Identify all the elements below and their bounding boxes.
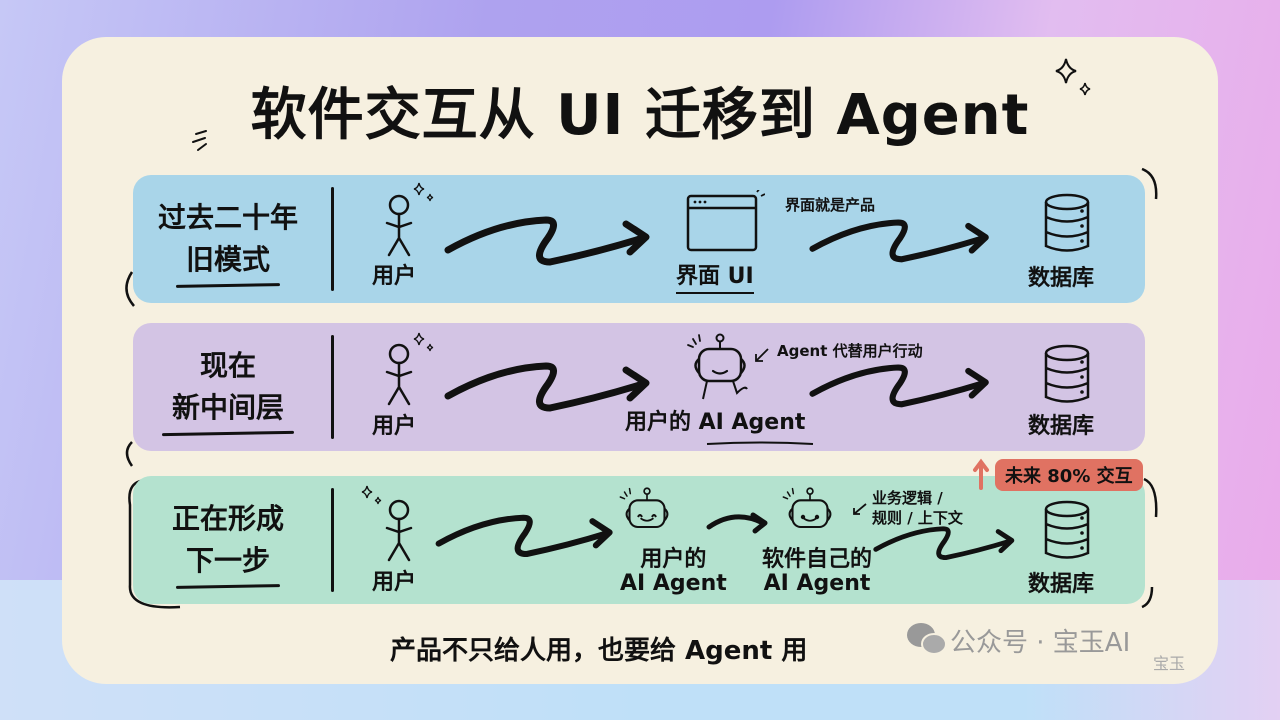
row-label: 过去二十年 旧模式 bbox=[133, 197, 323, 281]
row-label-line2: 下一步 bbox=[186, 540, 270, 582]
node-label-line1: 软件自己的 bbox=[762, 547, 873, 572]
sparkle-icon bbox=[412, 182, 436, 206]
row-label: 正在形成 下一步 bbox=[133, 498, 323, 582]
note-line1: 业务逻辑 / bbox=[872, 489, 943, 507]
node-label-software-agent: 软件自己的 AI Agent bbox=[762, 548, 872, 596]
watermark-text: 公众号 · 宝玉AI bbox=[950, 628, 1131, 658]
row-label: 现在 新中间层 bbox=[133, 345, 323, 429]
database-icon bbox=[1042, 344, 1092, 406]
squiggle-arrow-icon bbox=[780, 350, 1020, 420]
row-label-line1: 正在形成 bbox=[171, 502, 284, 535]
future-80-badge: 未来 80% 交互 bbox=[995, 459, 1143, 491]
node-label-database: 数据库 bbox=[1028, 414, 1095, 439]
node-label-user: 用户 bbox=[372, 570, 417, 595]
divider bbox=[331, 488, 334, 592]
note-business-logic: 业务逻辑 / 规则 / 上下文 bbox=[872, 488, 963, 528]
database-icon bbox=[1042, 193, 1092, 255]
note-line2: 规则 / 上下文 bbox=[872, 509, 963, 527]
node-label-line2: AI Agent bbox=[620, 571, 727, 596]
robot-icon bbox=[685, 333, 748, 400]
browser-window-icon bbox=[686, 190, 765, 252]
wechat-icon bbox=[907, 623, 947, 655]
bracket-icon bbox=[125, 271, 135, 307]
node-label-database: 数据库 bbox=[1028, 266, 1095, 291]
sparkle-icon bbox=[412, 332, 436, 356]
row-label-line1: 现在 bbox=[199, 349, 256, 382]
robot-icon bbox=[612, 487, 682, 547]
arrow-icon bbox=[706, 512, 768, 534]
pointer-arrow-icon bbox=[755, 348, 769, 362]
divider bbox=[331, 335, 334, 439]
bracket-icon bbox=[1141, 477, 1158, 609]
database-icon bbox=[1042, 500, 1092, 562]
up-arrow-icon bbox=[973, 458, 989, 490]
stick-figure-icon bbox=[379, 498, 419, 568]
emphasis-marks-icon bbox=[192, 130, 207, 151]
squiggle-arrow-icon bbox=[438, 200, 658, 280]
node-label-database: 数据库 bbox=[1028, 572, 1095, 597]
node-label-line1: 用户的 bbox=[640, 547, 707, 572]
watermark-sub: 宝玉 bbox=[1153, 654, 1186, 673]
node-label-user: 用户 bbox=[372, 264, 417, 289]
squiggle-arrow-icon bbox=[430, 500, 620, 570]
row-label-line2: 新中间层 bbox=[172, 387, 284, 429]
bracket-icon bbox=[125, 441, 134, 467]
squiggle-arrow-icon bbox=[862, 515, 1027, 570]
pointer-arrow-icon bbox=[853, 503, 867, 515]
node-label-user: 用户 bbox=[372, 414, 417, 439]
footer-caption: 产品不只给人用，也要给 Agent 用 bbox=[390, 636, 808, 666]
note-agent-acts: Agent 代替用户行动 bbox=[777, 342, 923, 360]
node-label-user-agent: 用户的 AI Agent bbox=[625, 410, 806, 435]
bracket-icon bbox=[1141, 167, 1158, 200]
row-label-line2: 旧模式 bbox=[186, 239, 270, 281]
page-title: 软件交互从 UI 迁移到 Agent bbox=[250, 83, 1030, 148]
squiggle-arrow-icon bbox=[780, 205, 1020, 275]
node-label-line2: AI Agent bbox=[763, 571, 871, 596]
underline-stroke bbox=[706, 441, 814, 445]
row-next-step: 正在形成 下一步 bbox=[133, 476, 1145, 604]
robot-icon bbox=[775, 487, 845, 547]
row-label-line1: 过去二十年 bbox=[157, 201, 298, 234]
sparkle-icon bbox=[1055, 58, 1091, 96]
note-ui-is-product: 界面就是产品 bbox=[785, 196, 876, 214]
node-label-ui: 界面 UI bbox=[676, 264, 754, 294]
divider bbox=[331, 187, 334, 291]
node-label-user-agent: 用户的 AI Agent bbox=[620, 548, 727, 596]
